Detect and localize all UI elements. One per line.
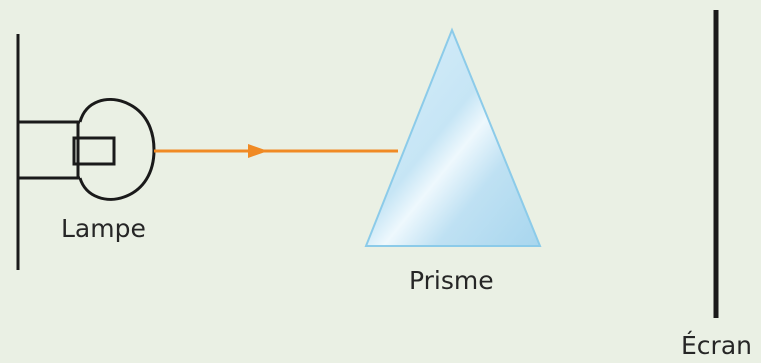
light-bulb-icon — [18, 98, 156, 201]
prism-label: Prisme — [409, 266, 494, 295]
arrow-right-icon — [248, 144, 268, 158]
screen-label: Écran — [681, 331, 752, 360]
lamp-label: Lampe — [61, 214, 146, 243]
prism-shape — [364, 27, 542, 247]
